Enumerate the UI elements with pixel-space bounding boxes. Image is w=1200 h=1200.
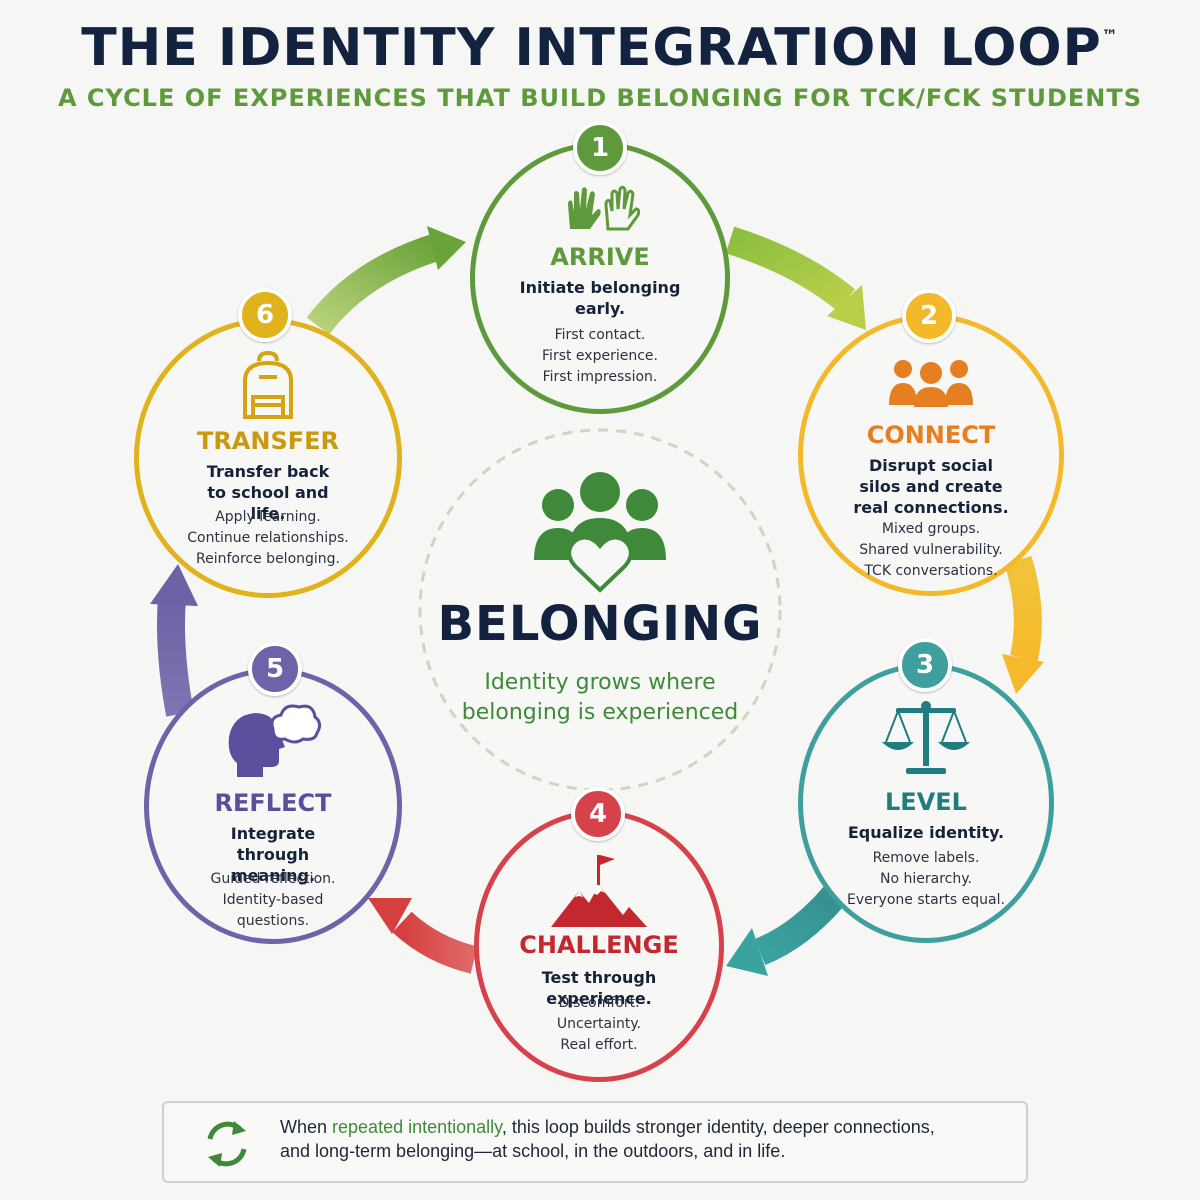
stage-number-badge: 6 bbox=[238, 288, 292, 342]
stage-number-badge: 1 bbox=[573, 121, 627, 175]
stage-detail: Shared vulnerability. bbox=[859, 542, 1003, 558]
stage-detail: No hierarchy. bbox=[880, 871, 972, 887]
stage-details: Discomfort. Uncertainty. Real effort. bbox=[507, 993, 691, 1056]
stage-connect: CONNECT Disrupt social silos and create … bbox=[798, 314, 1064, 596]
stage-arrive: ARRIVE Initiate belonging early. First c… bbox=[470, 142, 730, 414]
arrow-5-to-6 bbox=[150, 564, 198, 717]
stage-description: Transfer back to school and life. bbox=[206, 462, 330, 523]
stage-detail: Identity-based questions. bbox=[222, 892, 324, 929]
stage-details: Mixed groups. Shared vulnerability. TCK … bbox=[831, 519, 1031, 582]
stage-description: Disrupt social silos and create real con… bbox=[853, 456, 1009, 517]
stage-reflect: REFLECT Integrate through meaning. Guide… bbox=[144, 668, 402, 944]
stage-level: LEVEL Equalize identity. Remove labels. … bbox=[798, 663, 1054, 943]
arrow-2-to-3 bbox=[1002, 555, 1044, 694]
stage-number-badge: 5 bbox=[248, 642, 302, 696]
stage-detail: Discomfort. bbox=[558, 995, 640, 1011]
stage-detail: Reinforce belonging. bbox=[196, 551, 340, 567]
stage-description: Equalize identity. bbox=[847, 823, 1005, 842]
stage-detail: First contact. bbox=[554, 327, 646, 343]
head-thought-icon bbox=[228, 704, 322, 777]
stage-detail: Guided reflection. bbox=[210, 871, 336, 887]
footer-highlight: repeated intentionally bbox=[332, 1117, 502, 1137]
stage-description: Integrate through meaning. bbox=[230, 824, 316, 885]
group-heart-icon bbox=[534, 472, 666, 593]
mountain-flag-icon bbox=[551, 855, 647, 927]
stage-description: Test through experience. bbox=[541, 968, 657, 1008]
stage-detail: TCK conversations. bbox=[864, 563, 998, 579]
arrow-1-to-2 bbox=[725, 226, 866, 330]
stage-detail: Everyone starts equal. bbox=[847, 892, 1005, 908]
footer-note: When repeated intentionally, this loop b… bbox=[162, 1101, 1028, 1183]
hands-wave-icon bbox=[568, 185, 640, 231]
stage-description: Initiate belonging early. bbox=[519, 278, 681, 318]
center-title: BELONGING bbox=[437, 596, 763, 652]
stage-detail: First impression. bbox=[542, 369, 658, 385]
stage-detail: Remove labels. bbox=[872, 850, 980, 866]
stage-details: Remove labels. No hierarchy. Everyone st… bbox=[831, 848, 1021, 911]
stage-detail: Uncertainty. bbox=[556, 1016, 642, 1032]
stage-transfer: TRANSFER Transfer back to school and lif… bbox=[134, 318, 402, 598]
backpack-icon bbox=[243, 351, 293, 419]
arrow-4-to-5 bbox=[368, 898, 478, 974]
people-group-icon bbox=[889, 360, 973, 407]
arrow-3-to-4 bbox=[726, 886, 845, 976]
stage-details: Guided reflection. Identity-based questi… bbox=[209, 869, 337, 932]
center-ring bbox=[418, 428, 782, 792]
stage-name: LEVEL bbox=[885, 788, 967, 816]
stage-detail: Real effort. bbox=[560, 1037, 638, 1053]
cycle-arrows-icon bbox=[207, 1121, 247, 1167]
stage-detail: Apply learning. bbox=[215, 509, 321, 525]
balance-scale-icon bbox=[882, 701, 970, 774]
page-subtitle: A CYCLE OF EXPERIENCES THAT BUILD BELONG… bbox=[58, 84, 1142, 112]
stage-number-badge: 3 bbox=[898, 638, 952, 692]
page-title: THE IDENTITY INTEGRATION LOOP™ bbox=[81, 18, 1119, 78]
stage-challenge: CHALLENGE Test through experience. Disco… bbox=[474, 810, 724, 1082]
center-tagline: Identity grows where belonging is experi… bbox=[461, 670, 739, 725]
stage-name: TRANSFER bbox=[196, 427, 340, 455]
stage-number-badge: 4 bbox=[571, 787, 625, 841]
stage-detail: Continue relationships. bbox=[187, 530, 349, 546]
stage-number-badge: 2 bbox=[902, 289, 956, 343]
stage-detail: Mixed groups. bbox=[881, 521, 981, 537]
stage-name: REFLECT bbox=[214, 789, 332, 817]
stage-details: First contact. First experience. First i… bbox=[503, 325, 697, 388]
stage-details: Apply learning. Continue relationships. … bbox=[167, 507, 369, 570]
stage-name: CONNECT bbox=[866, 421, 996, 449]
stage-detail: First experience. bbox=[542, 348, 658, 364]
stage-name: CHALLENGE bbox=[519, 931, 679, 959]
arrow-6-to-1 bbox=[306, 226, 466, 335]
trademark-symbol: ™ bbox=[1101, 26, 1119, 45]
footer-text: When repeated intentionally, this loop b… bbox=[280, 1117, 935, 1161]
stage-name: ARRIVE bbox=[550, 243, 650, 271]
